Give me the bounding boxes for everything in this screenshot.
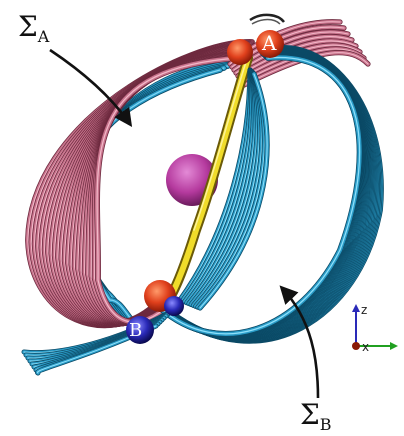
label-sigma-a: ΣA (18, 10, 50, 46)
label-point-a: A (261, 31, 277, 55)
label-sigma-b: ΣB (300, 398, 332, 434)
axis-label-x: x (362, 340, 369, 354)
axes-triad: z x (352, 303, 398, 354)
svg-text:ΣB: ΣB (300, 398, 332, 434)
axis-label-z: z (361, 303, 367, 317)
label-point-b: B (129, 320, 142, 341)
svg-text:ΣA: ΣA (18, 10, 50, 46)
